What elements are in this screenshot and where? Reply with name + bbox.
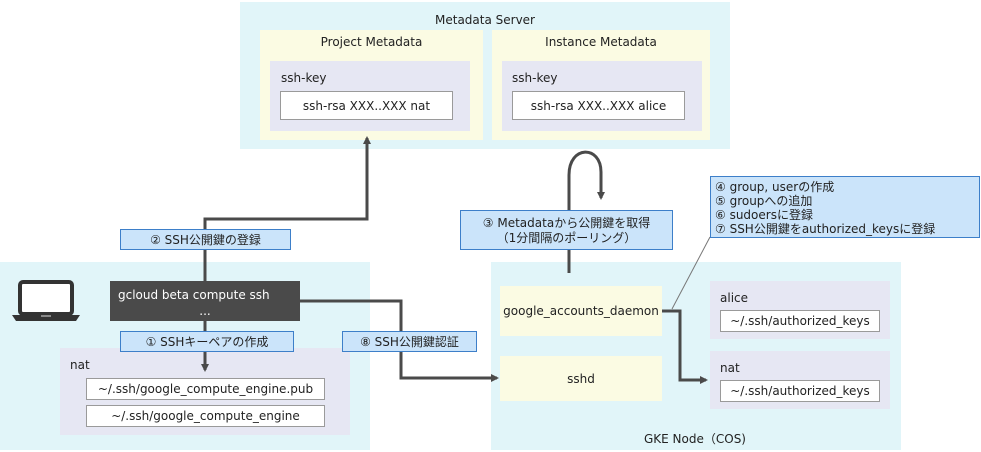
node-user-nat-label: nat bbox=[720, 361, 740, 375]
laptop-icon bbox=[12, 280, 80, 321]
step6-label: ⑥ sudoersに登録 bbox=[715, 208, 813, 222]
step7-label: ⑦ SSH公開鍵をauthorized_keysに登録 bbox=[715, 222, 936, 236]
google-accounts-daemon-box: google_accounts_daemon bbox=[500, 286, 662, 336]
step1-label: ① SSHキーペアの作成 bbox=[120, 331, 294, 352]
step2-label: ② SSH公開鍵の登録 bbox=[120, 229, 291, 250]
alice-authorized-keys: ~/.ssh/authorized_keys bbox=[720, 310, 880, 332]
gcloud-command-line2: ... bbox=[199, 304, 211, 318]
metadata-server-title: Metadata Server bbox=[435, 13, 535, 27]
instance-metadata-title: Instance Metadata bbox=[545, 35, 657, 49]
step8-label: ⑧ SSH公開鍵認証 bbox=[342, 331, 477, 352]
callout-line bbox=[671, 236, 711, 310]
step5-label: ⑤ groupへの追加 bbox=[715, 194, 813, 208]
gke-node-title: GKE Node（COS) bbox=[643, 432, 746, 446]
sshd-box: sshd bbox=[500, 356, 662, 401]
steps-4-7-callout bbox=[710, 176, 980, 238]
arrow-polling-loop bbox=[567, 150, 605, 273]
arrow-register-key bbox=[203, 136, 371, 281]
project-ssh-key-value: ssh-rsa XXX..XXX nat bbox=[280, 91, 453, 120]
nat-authorized-keys: ~/.ssh/authorized_keys bbox=[720, 380, 880, 402]
instance-ssh-key-label: ssh-key bbox=[512, 71, 558, 85]
public-key-file: ~/.ssh/google_compute_engine.pub bbox=[86, 378, 325, 400]
client-user-label: nat bbox=[70, 358, 90, 372]
step3-line1: ③ Metadataから公開鍵を取得 bbox=[482, 216, 651, 230]
step4-label: ④ group, userの作成 bbox=[715, 180, 835, 194]
private-key-file: ~/.ssh/google_compute_engine bbox=[86, 405, 325, 427]
instance-ssh-key-value: ssh-rsa XXX..XXX alice bbox=[512, 91, 685, 120]
gcloud-command-line1: gcloud beta compute ssh bbox=[118, 288, 270, 302]
step3-line2: （1分間隔のポーリング） bbox=[496, 231, 637, 245]
project-metadata-title: Project Metadata bbox=[320, 35, 423, 49]
project-ssh-key-label: ssh-key bbox=[281, 71, 327, 85]
gcloud-command-box bbox=[110, 281, 300, 321]
node-user-alice-label: alice bbox=[720, 291, 749, 305]
step3-label bbox=[460, 210, 673, 250]
arrow-daemon-to-nat bbox=[662, 309, 708, 384]
